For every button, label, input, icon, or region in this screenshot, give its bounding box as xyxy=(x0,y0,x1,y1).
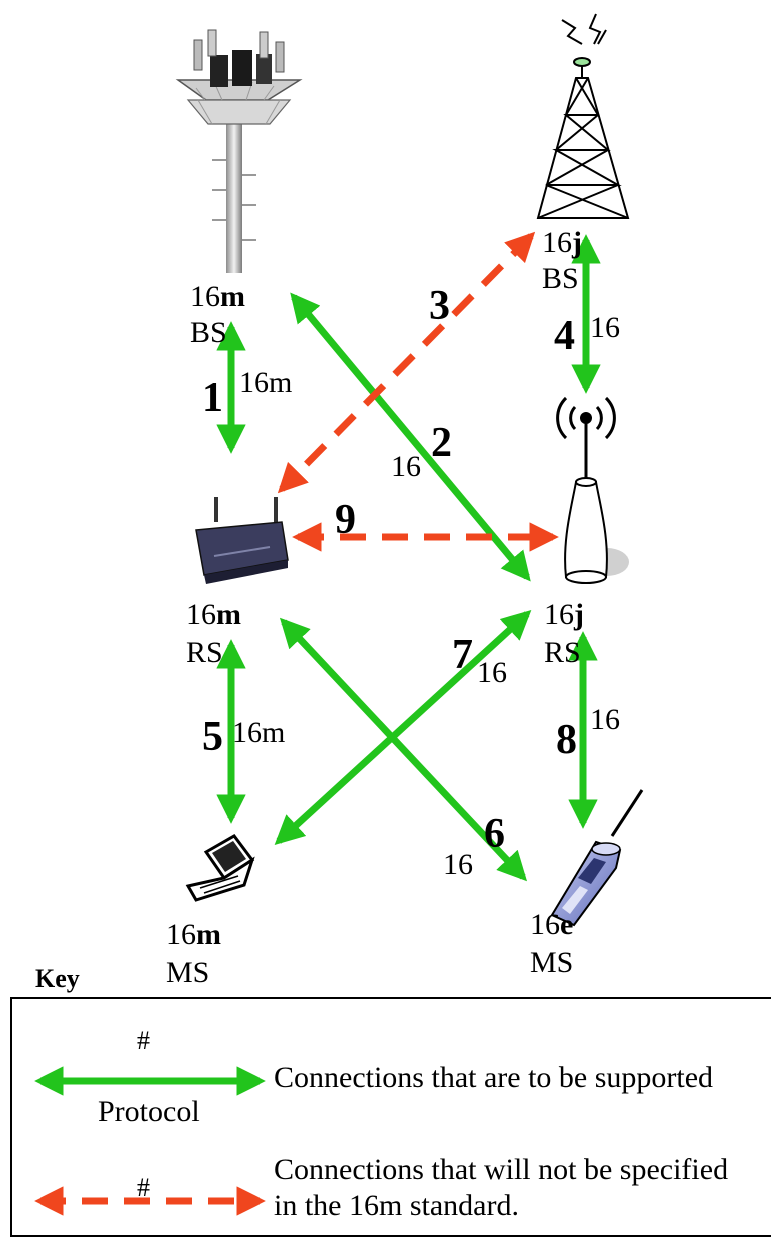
lattice-tower-icon xyxy=(536,13,630,219)
connection-number-3: 3 xyxy=(429,283,450,329)
bs-16j-type-label: BS xyxy=(542,262,579,295)
key-unspecified-symbol: # xyxy=(137,1173,150,1202)
key-supported-symbol: # xyxy=(137,1026,150,1055)
ms-16e-protocol-label: 16e xyxy=(530,908,574,941)
connection-number-5: 5 xyxy=(202,714,223,760)
connection-number-8: 8 xyxy=(556,717,577,763)
key-unspecified-text-line2: in the 16m standard. xyxy=(274,1189,519,1222)
connection-protocol-5: 16m xyxy=(232,716,286,749)
connection-protocol-7: 16 xyxy=(477,656,507,689)
connection-number-9: 9 xyxy=(335,497,356,543)
connection-number-6: 6 xyxy=(484,811,505,857)
key-unspecified-text-line1: Connections that will not be specified xyxy=(274,1153,729,1186)
connection-number-4: 4 xyxy=(554,313,575,359)
ms-16m-type-label: MS xyxy=(166,956,210,989)
connection-number-1: 1 xyxy=(202,375,223,421)
connection-protocol-8: 16 xyxy=(590,703,620,736)
connection-arrow-2 xyxy=(290,292,531,582)
key-title: Key xyxy=(35,964,80,993)
connection-number-2: 2 xyxy=(431,420,452,466)
laptop-icon xyxy=(185,834,255,902)
ms-16m-protocol-label: 16m xyxy=(166,918,221,951)
bs-16m-type-label: BS xyxy=(190,316,227,349)
rs-16m-type-label: RS xyxy=(186,636,223,669)
rs-16j-type-label: RS xyxy=(544,636,581,669)
rs-16j-protocol-label: 16j xyxy=(544,598,584,631)
connection-protocol-1: 16m xyxy=(239,366,293,399)
connection-arrow-7 xyxy=(274,610,532,845)
bs-16j-protocol-label: 16j xyxy=(542,226,582,259)
cell-tower-icon xyxy=(175,29,303,273)
mobile-phone-icon xyxy=(550,789,644,927)
bs-16m-protocol-label: 16m xyxy=(190,280,245,313)
connection-protocol-6: 16 xyxy=(443,848,473,881)
key-protocol-label: Protocol xyxy=(98,1095,200,1128)
connection-protocol-4: 16 xyxy=(590,311,620,344)
rs-16m-protocol-label: 16m xyxy=(186,598,241,631)
connection-protocol-2: 16 xyxy=(391,450,421,483)
router-icon xyxy=(195,497,289,584)
key-supported-text: Connections that are to be supported xyxy=(274,1061,714,1094)
access-point-icon xyxy=(556,396,629,584)
connection-number-7: 7 xyxy=(452,632,473,678)
ms-16e-type-label: MS xyxy=(530,946,574,979)
connection-arrow-3 xyxy=(277,231,536,494)
